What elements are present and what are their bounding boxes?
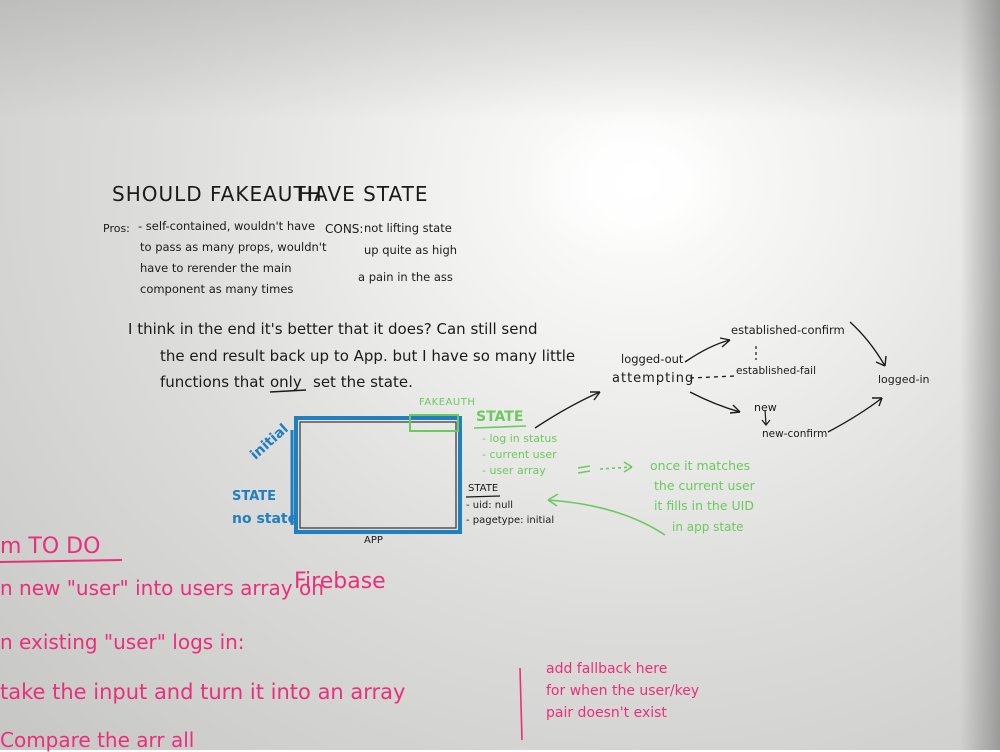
cons-label: CONS: [325, 222, 364, 236]
conclusion-line-1: I think in the end it's better that it d… [128, 320, 538, 338]
blue-no-state-label: no state [232, 511, 298, 527]
arrow-confirm-to-loggedin-head [875, 355, 887, 367]
green-state-underline [473, 425, 527, 429]
top-shadow [0, 0, 1000, 120]
heading-right: HAVE STATE [298, 182, 429, 206]
arrow-to-flow-head [590, 391, 601, 401]
app-label: APP [364, 535, 383, 546]
fakeauth-state-item-2: - current user [482, 448, 557, 461]
green-equals-2 [577, 470, 591, 474]
app-state-item-1: - uid: null [466, 500, 514, 511]
app-state-item-2: - pagetype: initial [466, 515, 555, 526]
green-equals [577, 465, 591, 469]
app-state-title: STATE [468, 483, 499, 494]
conclusion-line-3-after: set the state. [313, 373, 413, 391]
green-return-arrow-head [547, 493, 559, 507]
flow-start-line-1: logged-out [621, 352, 684, 366]
conclusion-line-3-only: only [270, 373, 302, 391]
todo-underline [0, 559, 123, 563]
fakeauth-state-item-3: - user array [482, 464, 546, 477]
green-return-arrow [547, 499, 666, 536]
arrow-to-established [684, 339, 731, 363]
pros-line-2: to pass as many props, wouldn't [140, 240, 327, 254]
todo-line-2: n existing "user" logs in: [0, 630, 245, 654]
green-note-line-1: once it matches [650, 458, 751, 473]
green-note-line-3: it fills in the UID [654, 498, 754, 513]
flow-start-line-2: attempting [612, 371, 695, 386]
side-note-line-1: add fallback here [546, 661, 668, 677]
green-note-line-4: in app state [672, 520, 744, 534]
app-box-blue [294, 416, 462, 534]
light-glare [520, 110, 740, 260]
cons-line-3: a pain in the ass [358, 270, 453, 284]
flow-established-fail: established-fail [736, 365, 816, 377]
heading-left: SHOULD FAKEAUTH [112, 182, 323, 206]
app-box-outline [299, 421, 457, 529]
todo-line-1-firebase: Firebase [294, 569, 386, 594]
side-note-line-2: for when the user/key [546, 683, 700, 699]
fakeauth-box [409, 414, 459, 432]
todo-line-1: n new "user" into users array on [0, 576, 324, 600]
blue-state-label: STATE [232, 489, 277, 504]
conclusion-line-3-before: functions that [160, 373, 265, 391]
pros-line-3: have to rerender the main [140, 261, 292, 275]
green-note-line-2: the current user [654, 478, 755, 493]
arrow-to-established-head [719, 337, 731, 348]
fakeauth-state-item-1: - log in status [482, 432, 558, 445]
app-state-underline [465, 495, 501, 498]
arrow-newconfirm-to-loggedin [827, 397, 883, 433]
arrow-confirm-to-loggedin [849, 321, 886, 367]
arrow-to-flow [534, 391, 601, 429]
side-note-line-3: pair doesn't exist [546, 705, 667, 721]
cons-line-1: not lifting state [364, 221, 452, 235]
flow-established-confirm: established-confirm [731, 323, 845, 337]
dashed-to-fail [689, 375, 736, 379]
fakeauth-label: FAKEAUTH [419, 397, 476, 408]
flow-new-confirm: new-confirm [762, 428, 828, 440]
todo-title: m TO DO [0, 534, 101, 559]
green-dashed-arrow-head [623, 461, 633, 473]
todo-line-4: Compare the arr all [0, 728, 195, 752]
arrow-new-down-head [761, 419, 771, 426]
todo-line-3: take the input and turn it into an array [0, 680, 406, 704]
only-underline [269, 389, 307, 393]
pros-line-4: component as many times [140, 282, 294, 296]
flow-logged-in: logged-in [878, 373, 930, 386]
board-edge-shadow [960, 0, 1000, 750]
arrow-to-new-head [729, 404, 741, 414]
pros-line-1: - self-contained, wouldn't have [138, 219, 316, 233]
side-note-bar [519, 667, 523, 741]
arrow-to-new [689, 391, 741, 413]
flow-new: new [754, 401, 777, 414]
fakeauth-state-title: STATE [476, 409, 524, 425]
conclusion-line-2: the end result back up to App. but I hav… [160, 347, 576, 365]
arrow-new-down [764, 409, 767, 425]
green-dashed-arrow [599, 466, 633, 470]
arrow-newconfirm-to-loggedin-head [872, 397, 883, 407]
pros-label: Pros: [103, 222, 130, 235]
cons-line-2: up quite as high [364, 243, 458, 257]
